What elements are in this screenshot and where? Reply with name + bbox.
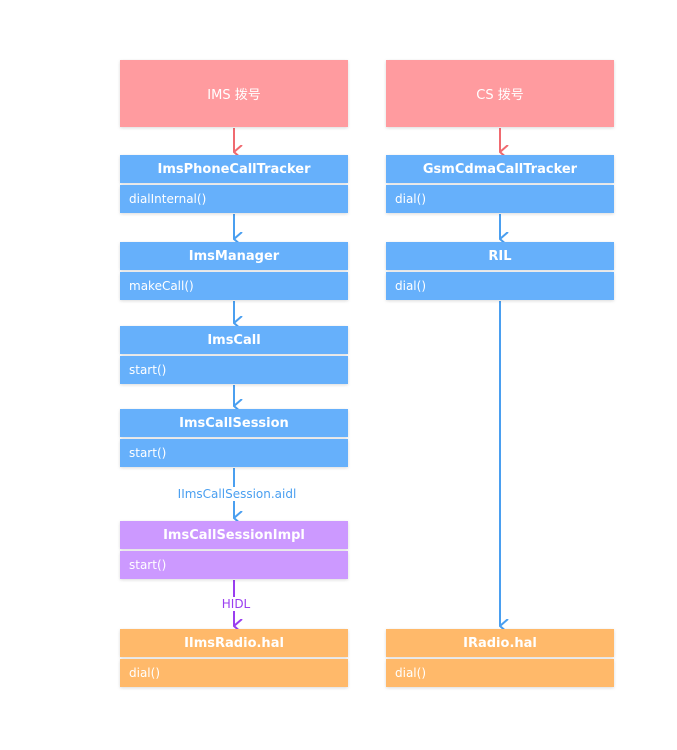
ims-dial-start: IMS 拨号: [120, 60, 348, 127]
edge-label-aidl: IImsCallSession.aidl: [160, 487, 314, 501]
node-iradio-hal-method: dial(): [386, 659, 614, 687]
node-ims-call-session-method: start(): [120, 439, 348, 467]
node-ims-call-header: ImsCall: [120, 326, 348, 354]
node-ims-phone-call-tracker-header: ImsPhoneCallTracker: [120, 155, 348, 183]
node-ims-manager-method: makeCall(): [120, 272, 348, 300]
cs-dial-start: CS 拨号: [386, 60, 614, 127]
node-gsm-cdma-call-tracker-method: dial(): [386, 185, 614, 213]
node-ims-manager-header: ImsManager: [120, 242, 348, 270]
node-gsm-cdma-call-tracker-header: GsmCdmaCallTracker: [386, 155, 614, 183]
node-ril-method: dial(): [386, 272, 614, 300]
node-ril-header: RIL: [386, 242, 614, 270]
node-ims-call-method: start(): [120, 356, 348, 384]
edge-label-hidl: HIDL: [210, 597, 262, 611]
node-iims-radio-hal-header: IImsRadio.hal: [120, 629, 348, 657]
node-ims-call-session-impl-header: ImsCallSessionImpl: [120, 521, 348, 549]
node-ims-call-session-impl-method: start(): [120, 551, 348, 579]
node-iradio-hal-header: IRadio.hal: [386, 629, 614, 657]
node-iims-radio-hal-method: dial(): [120, 659, 348, 687]
node-ims-phone-call-tracker-method: dialInternal(): [120, 185, 348, 213]
node-ims-call-session-header: ImsCallSession: [120, 409, 348, 437]
